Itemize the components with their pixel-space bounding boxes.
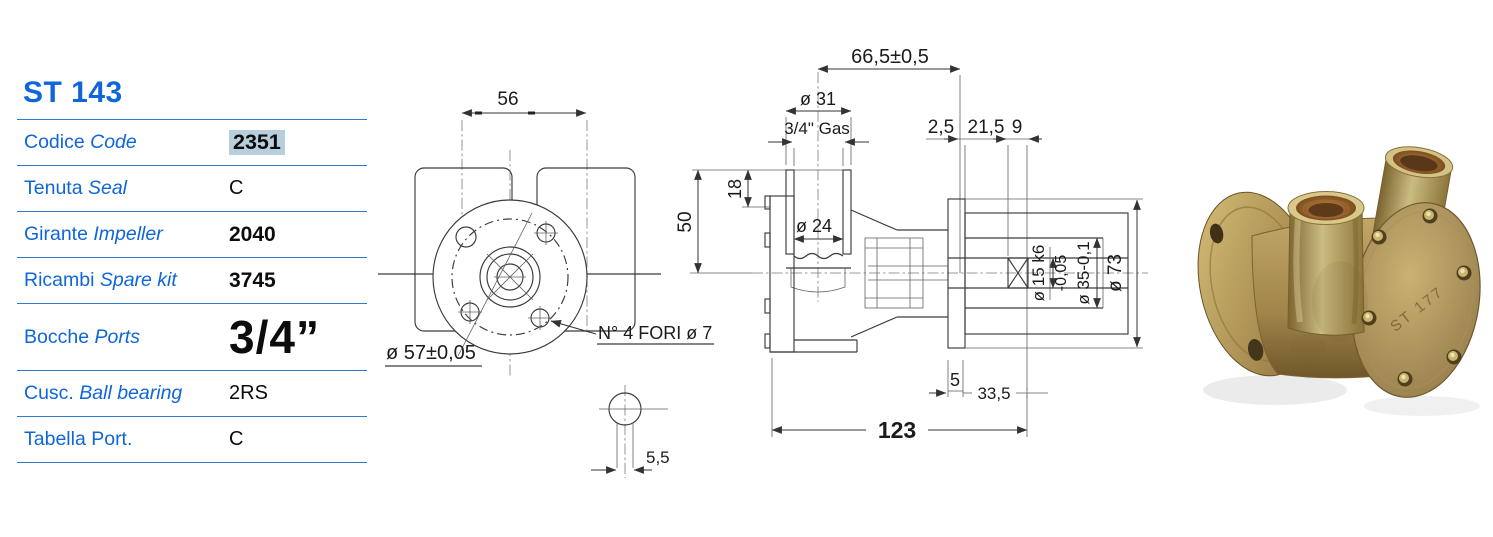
technical-drawing: 56: [378, 46, 1148, 478]
spec-label-codice: Codice Code: [24, 131, 137, 153]
dim-shaft-ext: 33,5: [977, 384, 1010, 403]
flange-hole: [1209, 223, 1224, 244]
spec-row-codice: Codice Code 2351: [17, 119, 367, 165]
cover-bolts: [1361, 208, 1472, 387]
page-title: ST 143: [23, 76, 123, 109]
dim-bore: ø 24: [796, 216, 832, 236]
photo-shadow: [1364, 396, 1480, 416]
pump-bolt: [1446, 349, 1462, 365]
spec-label-cuscinetto: Cusc. Ball bearing: [24, 382, 183, 404]
dim-bearing-span: 21,5: [968, 117, 1005, 138]
spec-value-bocche: 3/4”: [229, 311, 320, 363]
spec-value-girante: 2040: [229, 222, 276, 246]
spec-label-bocche: Bocche Ports: [24, 325, 140, 348]
dim-center-height: 50: [675, 211, 696, 232]
dim-bolt-circle: ø 57±0,05: [386, 342, 476, 364]
dim-shaft-dia: ø 15 k6: [1029, 245, 1048, 302]
dim-foot-offset: 5: [950, 370, 960, 390]
dim-port-depth: 18: [725, 179, 745, 199]
dim-slot-width: 5,5: [646, 448, 670, 467]
product-photo: ST 177: [1197, 146, 1481, 416]
slot-detail-view: 5,5: [591, 385, 670, 478]
spec-value-tabella: C: [229, 428, 244, 450]
pump-bolt: [1397, 371, 1413, 387]
spec-label-tabella: Tabella Port.: [24, 428, 133, 450]
front-view: 56: [378, 89, 714, 378]
patina-spot: [1290, 335, 1326, 361]
bolt-holes: [455, 221, 558, 330]
side-view: 66,5±0,5 ø 31 3/4" Gas 2,5 21,5 9: [675, 46, 1148, 443]
dim-shaft-tol: -0,05: [1053, 255, 1070, 292]
pump-port-front: [1287, 191, 1365, 336]
dim-seal-gap: 2,5: [928, 117, 954, 138]
spec-row-girante: Girante Impeller 2040: [17, 211, 367, 257]
spec-row-ricambi: Ricambi Spare kit 3745: [17, 257, 367, 303]
spec-label-ricambi: Ricambi Spare kit: [24, 269, 177, 291]
dim-port-spacing: 56: [497, 89, 518, 110]
pump-bolt: [1371, 229, 1387, 245]
spec-value-cuscinetto: 2RS: [229, 382, 268, 404]
pump-bolt: [1361, 310, 1377, 326]
dim-key-len: 9: [1012, 117, 1023, 138]
pump-bolt: [1456, 265, 1472, 281]
dim-hub-dia: ø 35-0,1: [1074, 241, 1093, 304]
spec-row-tabella: Tabella Port. C: [17, 416, 367, 462]
dim-housing-dia: ø 73: [1105, 254, 1126, 292]
dim-total-length: 123: [878, 417, 916, 443]
dim-holes-note: N° 4 FORI ø 7: [598, 323, 712, 343]
dim-port-od: ø 31: [800, 89, 836, 109]
spec-row-bocche: Bocche Ports 3/4”: [17, 303, 367, 370]
spec-row-cuscinetto: Cusc. Ball bearing 2RS: [17, 370, 367, 416]
flange-hole: [1247, 339, 1264, 361]
dim-overall: 66,5±0,5: [851, 46, 929, 68]
spec-value-codice: 2351: [229, 130, 285, 155]
pump-bolt: [1422, 208, 1438, 224]
patina-spot: [1312, 261, 1368, 341]
spec-row-tenuta: Tenuta Seal C: [17, 165, 367, 211]
spec-label-girante: Girante Impeller: [24, 223, 163, 245]
spec-value-ricambi: 3745: [229, 268, 276, 292]
spec-label-tenuta: Tenuta Seal: [24, 177, 128, 199]
dim-thread: 3/4" Gas: [784, 119, 850, 138]
spec-value-tenuta: C: [229, 177, 244, 199]
photo-shadow: [1203, 375, 1347, 405]
